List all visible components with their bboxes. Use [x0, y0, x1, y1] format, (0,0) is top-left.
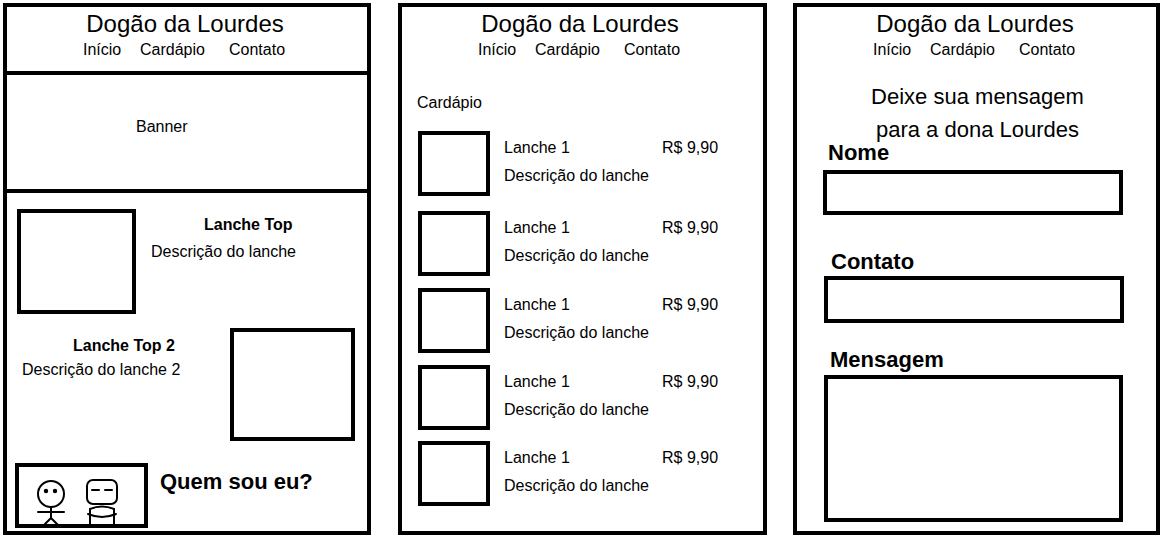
- figure-arms: [88, 514, 116, 517]
- wireframe-text: Deixe sua mensagem para a dona Lourdes: [865, 80, 1090, 146]
- wireframe-text: R$ 9,90: [662, 373, 718, 391]
- banner-band: Banner: [7, 71, 367, 193]
- image-placeholder: [420, 213, 488, 274]
- wireframe-text: Cardápio: [140, 41, 205, 59]
- wireframe-text: Dogão da Lourdes: [481, 10, 678, 38]
- wireframe-text: Lanche 1: [504, 296, 570, 314]
- wireframe-text: Banner: [136, 118, 188, 136]
- figure-arms: [38, 511, 64, 513]
- wireframe-text: Descrição do lanche: [504, 324, 649, 342]
- field-label: Contato: [831, 249, 914, 274]
- wireframe-text: Início: [873, 41, 911, 59]
- figure-head: [38, 481, 64, 507]
- wireframe-text: Início: [83, 41, 121, 59]
- textarea-field: Mensagem: [824, 375, 1123, 522]
- image-placeholder: [420, 443, 488, 504]
- image-placeholder: [17, 465, 146, 526]
- wireframe-text: Contato: [229, 41, 285, 59]
- wireframe-text: Descrição do lanche: [504, 247, 649, 265]
- wireframe-text: Descrição do lanche: [504, 401, 649, 419]
- wireframe-text: Descrição do lanche: [151, 243, 296, 261]
- wireframe-text: Descrição do lanche: [504, 167, 649, 185]
- wireframe-text: Lanche 1: [504, 219, 570, 237]
- field-label: Quem sou eu?: [160, 469, 313, 494]
- image-placeholder: [420, 133, 488, 194]
- image-placeholder: [19, 211, 134, 312]
- wireframe-text: Descrição do lanche 2: [22, 361, 180, 379]
- stick-figures: [38, 480, 117, 526]
- wireframe-text: Dogão da Lourdes: [876, 10, 1073, 38]
- image-placeholder: [232, 330, 353, 439]
- page-panel: Dogão da LourdesInícioCardápioContatoDei…: [793, 3, 1160, 535]
- wireframe-text: Cardápio: [417, 94, 482, 112]
- wireframe-text: Lanche 1: [504, 139, 570, 157]
- input-field: Contato: [824, 276, 1124, 323]
- figure-leg: [51, 518, 59, 526]
- field-label: Lanche Top 2: [73, 337, 175, 355]
- wireframe-text: Lanche 1: [504, 373, 570, 391]
- wireframe-text: R$ 9,90: [662, 219, 718, 237]
- image-placeholder: [420, 367, 488, 428]
- field-label: Lanche Top: [204, 216, 293, 234]
- wireframe-text: R$ 9,90: [662, 139, 718, 157]
- figure-head: [87, 480, 117, 504]
- figure-brow: [105, 489, 112, 491]
- wireframe-text: Descrição do lanche: [504, 477, 649, 495]
- wireframe-text: Contato: [1019, 41, 1075, 59]
- field-label: Mensagem: [830, 347, 944, 372]
- input-field: Nome: [823, 170, 1123, 215]
- wireframe-text: R$ 9,90: [662, 296, 718, 314]
- wireframe-text: Cardápio: [930, 41, 995, 59]
- wireframe-text: R$ 9,90: [662, 449, 718, 467]
- wireframe-text: Cardápio: [535, 41, 600, 59]
- figure-eye: [45, 490, 47, 492]
- wireframe-text: Lanche 1: [504, 449, 570, 467]
- image-placeholder: [420, 290, 488, 351]
- figure-leg: [43, 518, 51, 526]
- wireframe-text: Dogão da Lourdes: [86, 10, 283, 38]
- wireframe-text: Contato: [624, 41, 680, 59]
- figure-brow: [92, 489, 99, 491]
- page-panel: Dogão da LourdesInícioCardápioContatoCar…: [398, 3, 767, 535]
- figure-eye: [54, 490, 56, 492]
- field-label: Nome: [828, 140, 889, 165]
- page-panel: Dogão da LourdesInício Cardápio ContatoLan…: [3, 3, 371, 535]
- wireframe-text: Início: [478, 41, 516, 59]
